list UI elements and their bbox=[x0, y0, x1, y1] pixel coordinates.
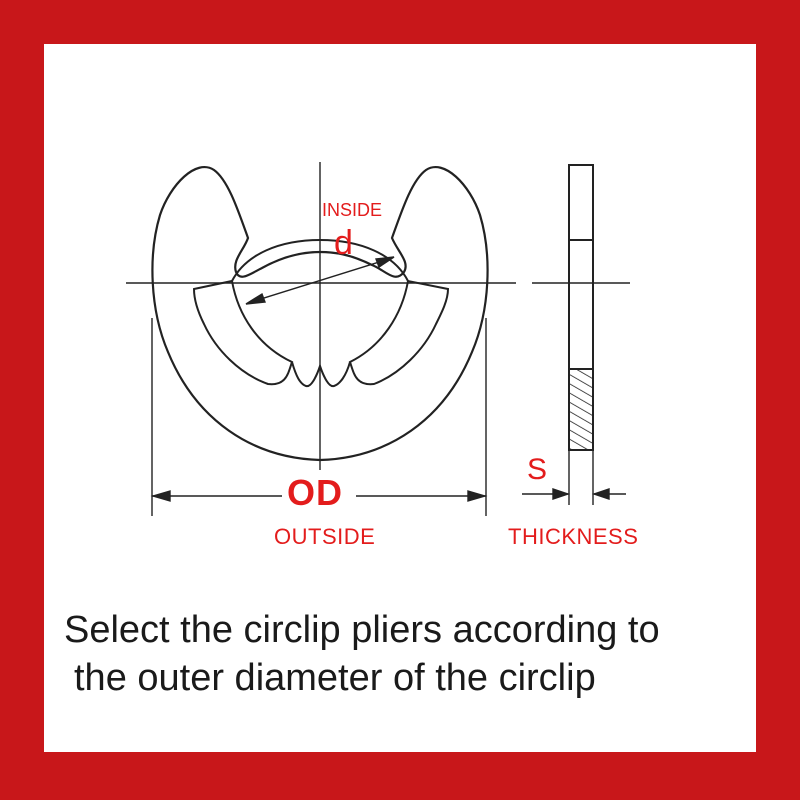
thickness-dimension bbox=[522, 450, 626, 505]
thickness-label: THICKNESS bbox=[508, 524, 639, 549]
inside-diameter-dimension bbox=[245, 256, 395, 305]
caption-line-1: Select the circlip pliers according to bbox=[64, 609, 660, 651]
outside-label: OUTSIDE bbox=[274, 524, 376, 549]
diagram-panel bbox=[44, 44, 756, 752]
side-view bbox=[568, 164, 594, 451]
center-tooth bbox=[291, 361, 351, 388]
circlip-outline bbox=[151, 166, 489, 462]
centerlines bbox=[126, 162, 630, 470]
caption-line-2: the outer diameter of the circlip bbox=[74, 657, 596, 699]
od-dimension bbox=[150, 318, 488, 516]
circlip-inner-cutout-right bbox=[348, 279, 450, 386]
inside-label: INSIDE bbox=[322, 200, 383, 220]
inside-diameter-symbol: d bbox=[334, 224, 353, 262]
thickness-symbol: S bbox=[527, 453, 548, 486]
od-label: OD bbox=[287, 472, 343, 513]
caption: Select the circlip pliers according to t… bbox=[64, 606, 754, 702]
circlip-inner-cutout bbox=[192, 279, 294, 386]
side-view-hatch bbox=[570, 370, 592, 449]
side-view-body bbox=[568, 164, 594, 451]
